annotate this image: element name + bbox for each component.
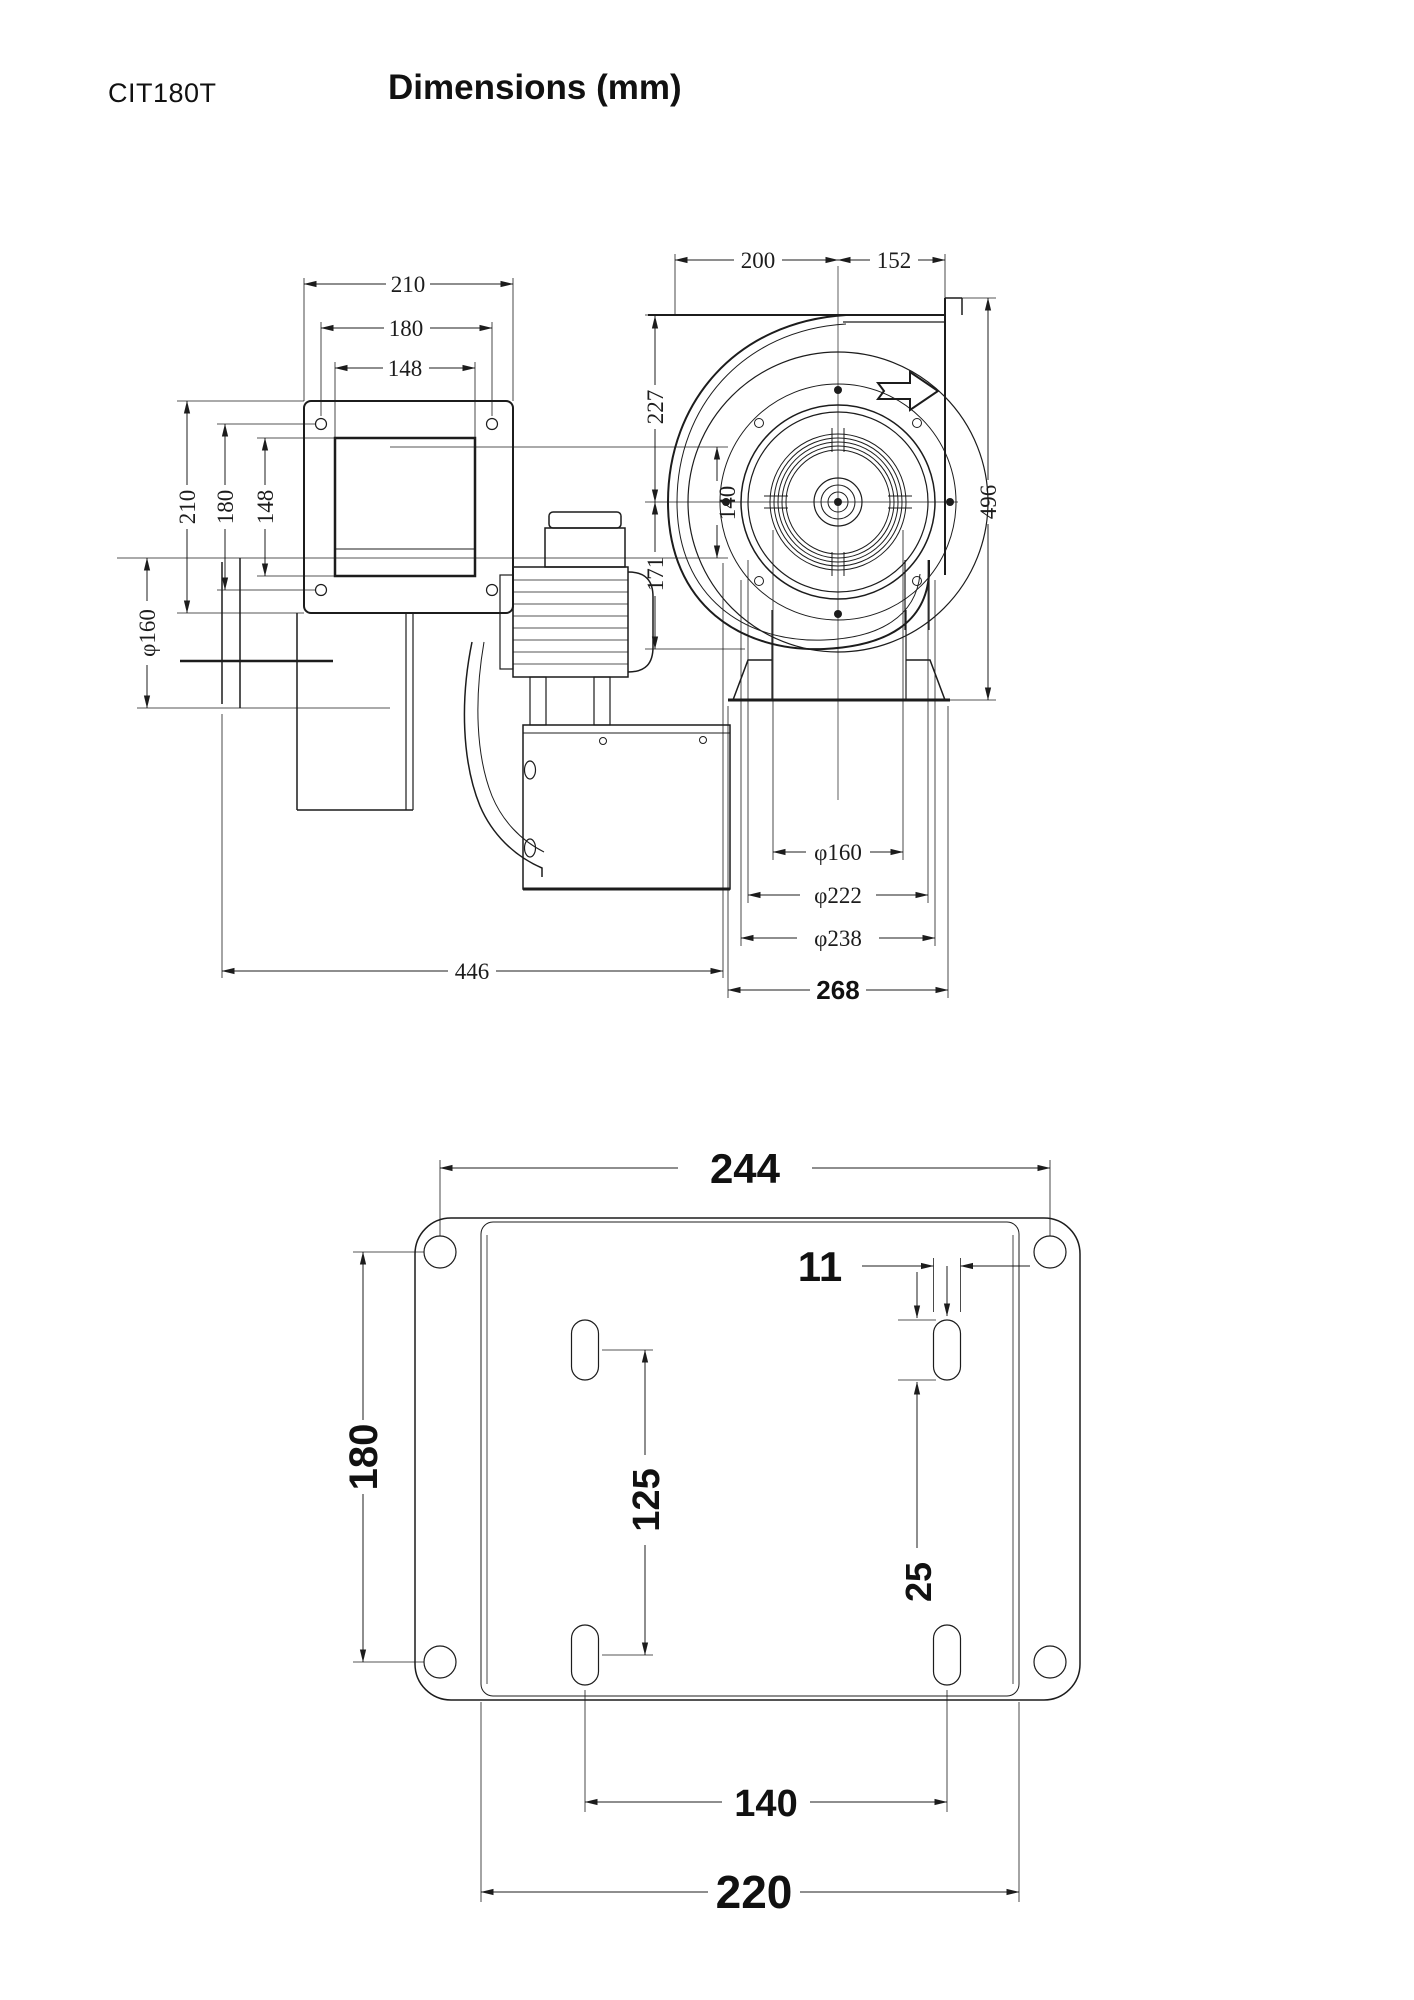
dim-base-plate-width: 220 [716,1866,793,1918]
mounting-slot [570,1624,600,1686]
dim-center-to-bottom: 171 [643,557,668,592]
outlet-flange-plate [303,400,514,614]
right-foot [906,659,947,701]
inlet-cone-ring [781,445,895,559]
terminal-box-lid [548,511,622,529]
dim-center-to-outlet: 152 [877,248,912,273]
plate-fold-outline [480,1221,1020,1697]
motor-foot [529,676,547,726]
outlet-duct-opening [333,436,477,578]
dim-hole-span-y: 180 [342,1424,386,1491]
plate-hole [912,418,922,428]
page-title: Dimensions (mm) [388,68,682,107]
bolt-dot [722,498,730,506]
corner-hole [1033,1645,1067,1679]
motor-plate-circle [687,351,989,653]
flange-bolt-hole [314,417,328,431]
left-foot [731,659,772,701]
dim-center-to-left: 200 [741,248,776,273]
model-code: CIT180T [108,78,217,108]
motor-fins [513,579,628,665]
motor-body [512,566,629,678]
dim-flange-height-duct: 148 [253,490,278,525]
flange-bolt-hole [485,417,499,431]
side-view-dimensions [143,278,724,978]
dim-slot-height: 25 [898,1562,939,1602]
plate-hole [912,576,922,586]
base-hole [599,737,607,745]
inlet-collar-circle [747,411,929,593]
hub-center [834,498,842,506]
bracket-hole [523,760,537,780]
mounting-slot [932,1624,962,1686]
dim-flange-width-bolt: 180 [389,316,424,341]
plate-hole [754,418,764,428]
dim-flange-width-duct: 148 [388,356,423,381]
dim-base-width: 268 [816,975,859,1005]
bolt-dot [834,610,842,618]
bolt-dot [834,386,842,394]
flange-bolt-hole [485,583,499,597]
base-box [522,724,731,890]
dim-center-to-top: 227 [643,390,668,425]
scroll-outline-inner [676,323,921,641]
front-view: 200 152 227 171 496 φ160 φ222 φ238 268 [643,248,1001,1005]
base-hole [699,736,707,744]
dim-flange-diameter: φ238 [814,926,862,951]
flange-bolt-hole [314,583,328,597]
inlet-cone-ring [777,441,899,563]
bracket-hole [523,838,537,858]
hub-circle [820,484,856,520]
bolt-ring-circle [719,383,957,621]
dim-slot-span-x: 140 [734,1783,797,1825]
corner-hole [423,1235,457,1269]
side-view: 210 180 148 210 180 148 φ160 140 446 [117,272,740,984]
dim-inlet-diameter-side: φ160 [135,609,160,657]
airflow-direction-icon [876,370,940,412]
plate-view: 244 180 125 11 25 140 220 [342,1145,1081,1918]
dim-inlet-diameter: φ160 [814,840,862,865]
corner-hole [423,1645,457,1679]
scroll-outline [666,314,930,651]
support-bracket-inner [477,641,545,853]
motor-rear-cap [627,571,654,673]
bolt-dot [946,498,954,506]
hub-circle [827,491,849,513]
dim-flange-width-outer: 210 [391,272,426,297]
dim-flange-height-bolt: 180 [213,490,238,525]
inlet-clamp-tabs [764,428,912,576]
inlet-cone-ring [773,437,903,567]
support-bracket [463,641,543,877]
dim-slot-span-y: 125 [626,1468,668,1531]
plate-hole [754,576,764,586]
dim-total-depth: 446 [455,959,490,984]
inlet-cone-ring [785,449,891,555]
motor-front-flange [499,574,514,670]
inlet-flange-circle [740,404,936,600]
motor-foot [593,676,611,726]
hub-circle [813,477,863,527]
dim-flange-height-outer: 210 [175,490,200,525]
front-view-dimensions [645,254,996,998]
inlet-cone-ring [769,433,907,571]
plate-view-dimensions [353,1160,1051,1902]
mounting-slot [932,1319,962,1381]
corner-hole [1033,1235,1067,1269]
dim-collar-diameter: φ222 [814,883,862,908]
dim-slot-width: 11 [798,1243,842,1290]
mounting-plate-outline [414,1217,1081,1701]
dim-total-height: 496 [976,485,1001,520]
mounting-slot [570,1319,600,1381]
dim-hole-span-x: 244 [710,1145,781,1192]
terminal-box [544,527,626,568]
